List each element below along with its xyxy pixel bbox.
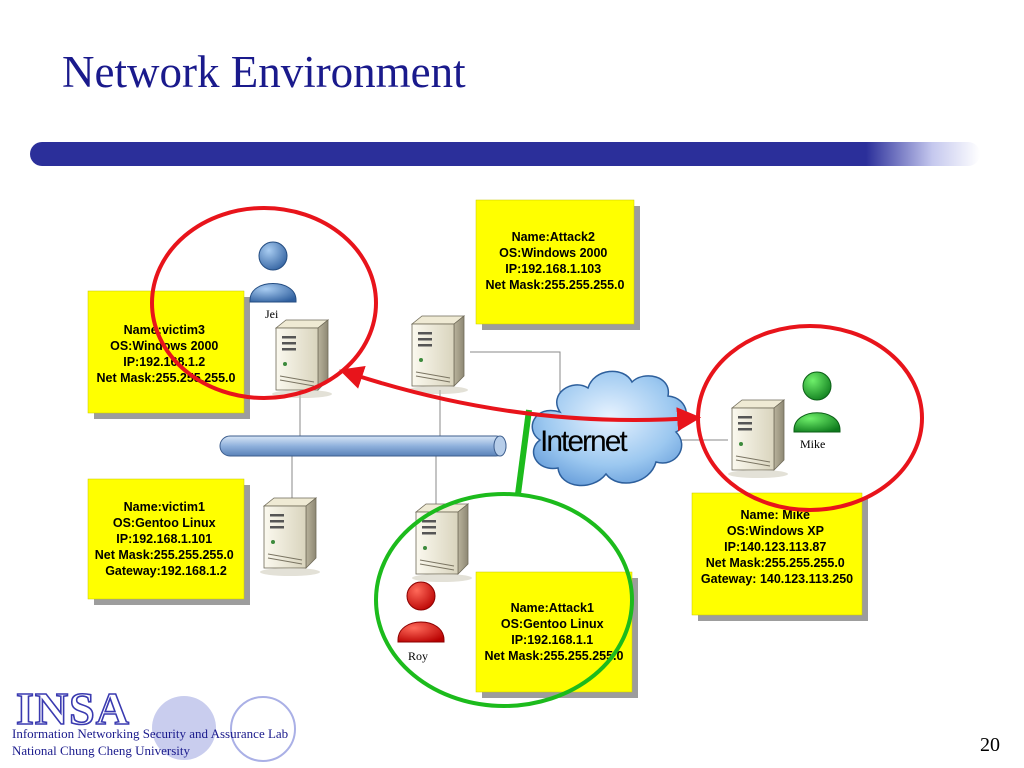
box-line: Net Mask:255.255.255.0 [485,649,624,663]
info-box-victim1: Name:victim1 OS:Gentoo Linux IP:192.168.… [87,478,250,605]
network-bus [219,435,507,457]
box-line: Name: Mike [741,508,811,522]
box-line: Net Mask:255.255.255.0 [97,371,236,385]
green-link-line [515,409,532,495]
box-line: Gateway: 140.123.113.250 [701,572,853,586]
box-line: IP:192.168.1.1 [511,633,593,647]
decorative-circle [152,696,216,760]
box-line: Net Mask:255.255.255.0 [486,278,625,292]
server-victim3-icon [271,319,333,399]
person-jei-label: Jei [265,307,279,321]
highlight-circle-roy [374,492,634,708]
box-line: OS:Gentoo Linux [113,516,216,530]
box-line: IP:192.168.1.101 [116,532,212,546]
person-mike-icon [793,371,841,433]
footer-lab-name: Information Networking Security and Assu… [12,726,289,741]
person-jei-icon [249,241,297,303]
info-box-attack1: Name:Attack1 OS:Gentoo Linux IP:192.168.… [475,571,638,698]
svg-text:Name:Attack2 OS:Windows: Name:Attack2 OS:Windows 2000 IP:192.168.… [486,230,625,292]
svg-text:Name:victim1 OS:Gentoo L: Name:victim1 OS:Gentoo Linux IP:192.168.… [95,500,237,578]
box-line: IP:192.168.1.2 [123,355,205,369]
server-attack1-icon [411,503,473,583]
insa-logo: INSA [15,682,130,735]
box-line: Name:Attack1 [511,601,594,615]
box-line: Name:victim3 [124,323,205,337]
svg-text:Name:Attack1 OS:Gentoo L: Name:Attack1 OS:Gentoo Linux IP:192.168.… [485,601,624,663]
box-line: Name:victim1 [124,500,205,514]
server-victim1-icon [259,497,321,577]
box-line: Net Mask:255.255.255.0 [95,548,234,562]
page-number: 20 [980,734,1000,756]
decorative-circle-outline [230,696,296,762]
internet-cloud-icon: Internet [531,370,688,487]
person-roy-label: Roy [408,649,428,663]
box-line: OS:Windows 2000 [499,246,607,260]
person-roy-icon [397,581,445,643]
internet-label: Internet [540,425,628,458]
red-connection-arrow [339,365,702,432]
box-line: IP:140.123.113.87 [724,540,826,554]
box-line: OS:Windows XP [727,524,824,538]
footer-university-name: National Chung Cheng University [12,743,191,758]
box-line: Gateway:192.168.1.2 [105,564,227,578]
person-mike-label: Mike [800,437,825,451]
title-underline-bar [30,142,980,166]
box-line: OS:Gentoo Linux [501,617,604,631]
slide-title: Network Environment [62,47,466,97]
box-line: IP:192.168.1.103 [505,262,601,276]
info-box-attack2: Name:Attack2 OS:Windows 2000 IP:192.168.… [475,199,640,330]
info-box-mike: Name: Mike OS:Windows XP IP:140.123.113.… [691,492,868,621]
highlight-circle-jei [150,206,378,400]
server-attack2-icon [407,315,469,395]
server-mike-icon [727,399,789,479]
box-line: Net Mask:255.255.255.0 [706,556,845,570]
svg-text:Name: Mike OS:Windows XP: Name: Mike OS:Windows XP IP:140.123.113.… [701,508,853,586]
box-line: Name:Attack2 [512,230,595,244]
